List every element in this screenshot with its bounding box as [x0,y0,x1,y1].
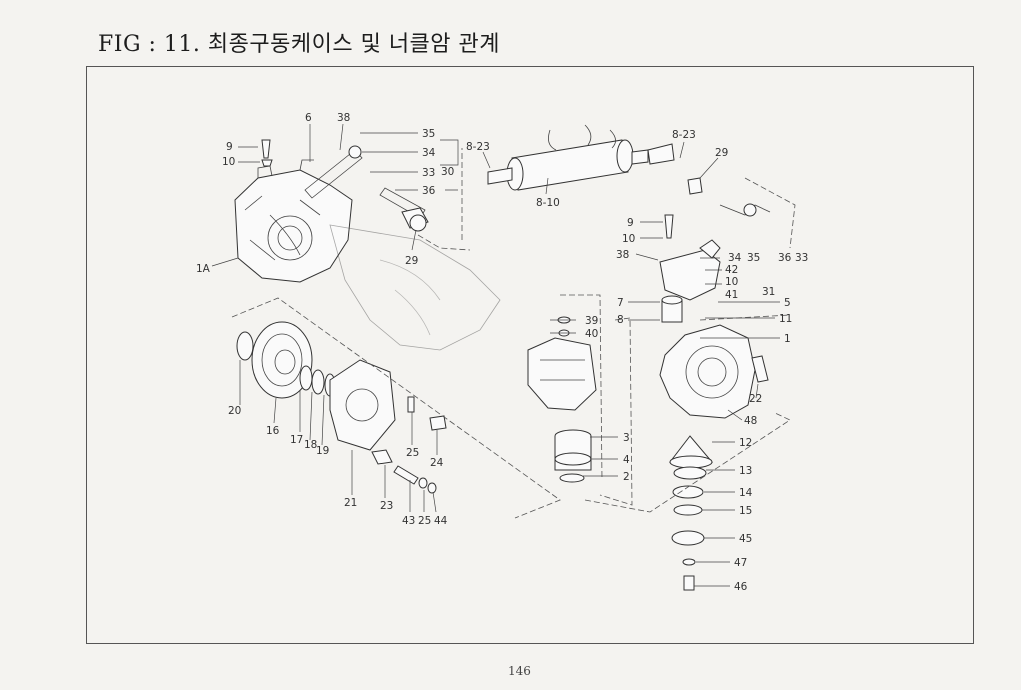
callout-12: 12 [739,437,752,449]
knuckle-arm [659,177,771,323]
callout-1A: 1A [196,263,211,275]
callout-47: 47 [734,557,747,569]
callout-20: 20 [228,405,241,417]
callout-10-lower: 10 [725,276,738,288]
callout-16: 16 [266,425,280,437]
callout-3: 3 [623,432,630,444]
group-outlines [231,148,796,519]
callout-29-right: 29 [715,147,728,159]
callout-8-23-right: 8-23 [672,129,696,141]
callout-39: 39 [585,315,598,327]
callout-8-10: 8-10 [536,197,560,209]
callout-44: 44 [434,515,448,527]
callout-36-right: 36 [778,252,792,264]
callout-43: 43 [402,515,415,527]
callout-1: 1 [784,333,791,345]
callout-25: 25 [406,447,419,459]
callout-21: 21 [344,497,357,509]
figure-frame [86,66,974,644]
callout-24: 24 [430,457,444,469]
callout-17: 17 [290,434,303,446]
callout-10: 10 [222,156,235,168]
center-bevel-case [527,316,597,483]
callout-23: 23 [380,500,393,512]
callout-38: 38 [337,112,350,124]
callout-29: 29 [405,255,418,267]
callout-40: 40 [585,328,598,340]
callout-30: 30 [441,166,454,178]
callout-35-right: 35 [747,252,760,264]
right-gear-stack [668,435,714,591]
page-title: FIG : 11. 최종구동케이스 및 너클암 관계 [98,32,501,57]
callout-15: 15 [739,505,752,517]
callout-5: 5 [784,297,791,309]
callout-6: 6 [305,112,312,124]
drive-shaft [487,124,675,191]
callout-2: 2 [623,471,630,483]
callout-38-right: 38 [616,249,629,261]
right-final-drive-case [659,324,769,419]
callout-25-lower: 25 [418,515,431,527]
callout-19: 19 [316,445,329,457]
callout-34-right: 34 [728,252,742,264]
callout-9-right: 9 [627,217,634,229]
left-final-drive-case [234,159,353,283]
callout-42: 42 [725,264,738,276]
callout-14: 14 [739,487,753,499]
callout-18: 18 [304,439,317,451]
ring-gear-assembly [236,321,447,494]
callout-33: 33 [422,167,435,179]
callout-labels: 6 38 35 34 33 30 36 9 10 1A 29 8-23 8-10… [196,112,808,593]
callout-31: 31 [762,286,775,298]
page-number: 146 [508,664,531,678]
callout-11: 11 [779,313,792,325]
tie-rod-assembly [261,139,429,232]
callout-10-right: 10 [622,233,635,245]
callout-4: 4 [623,454,630,466]
callout-9: 9 [226,141,233,153]
callout-46: 46 [734,581,748,593]
axle-housing [329,224,501,351]
callout-8-23: 8-23 [466,141,490,153]
callout-34: 34 [422,147,436,159]
callout-33-right: 33 [795,252,808,264]
callout-45: 45 [739,533,752,545]
callout-48: 48 [744,415,757,427]
callout-7: 7 [617,297,624,309]
callout-8: 8 [617,314,624,326]
callout-22: 22 [749,393,762,405]
callout-36: 36 [422,185,436,197]
leader-lines [211,123,780,587]
callout-13: 13 [739,465,752,477]
callout-35: 35 [422,128,435,140]
callout-41: 41 [725,289,738,301]
